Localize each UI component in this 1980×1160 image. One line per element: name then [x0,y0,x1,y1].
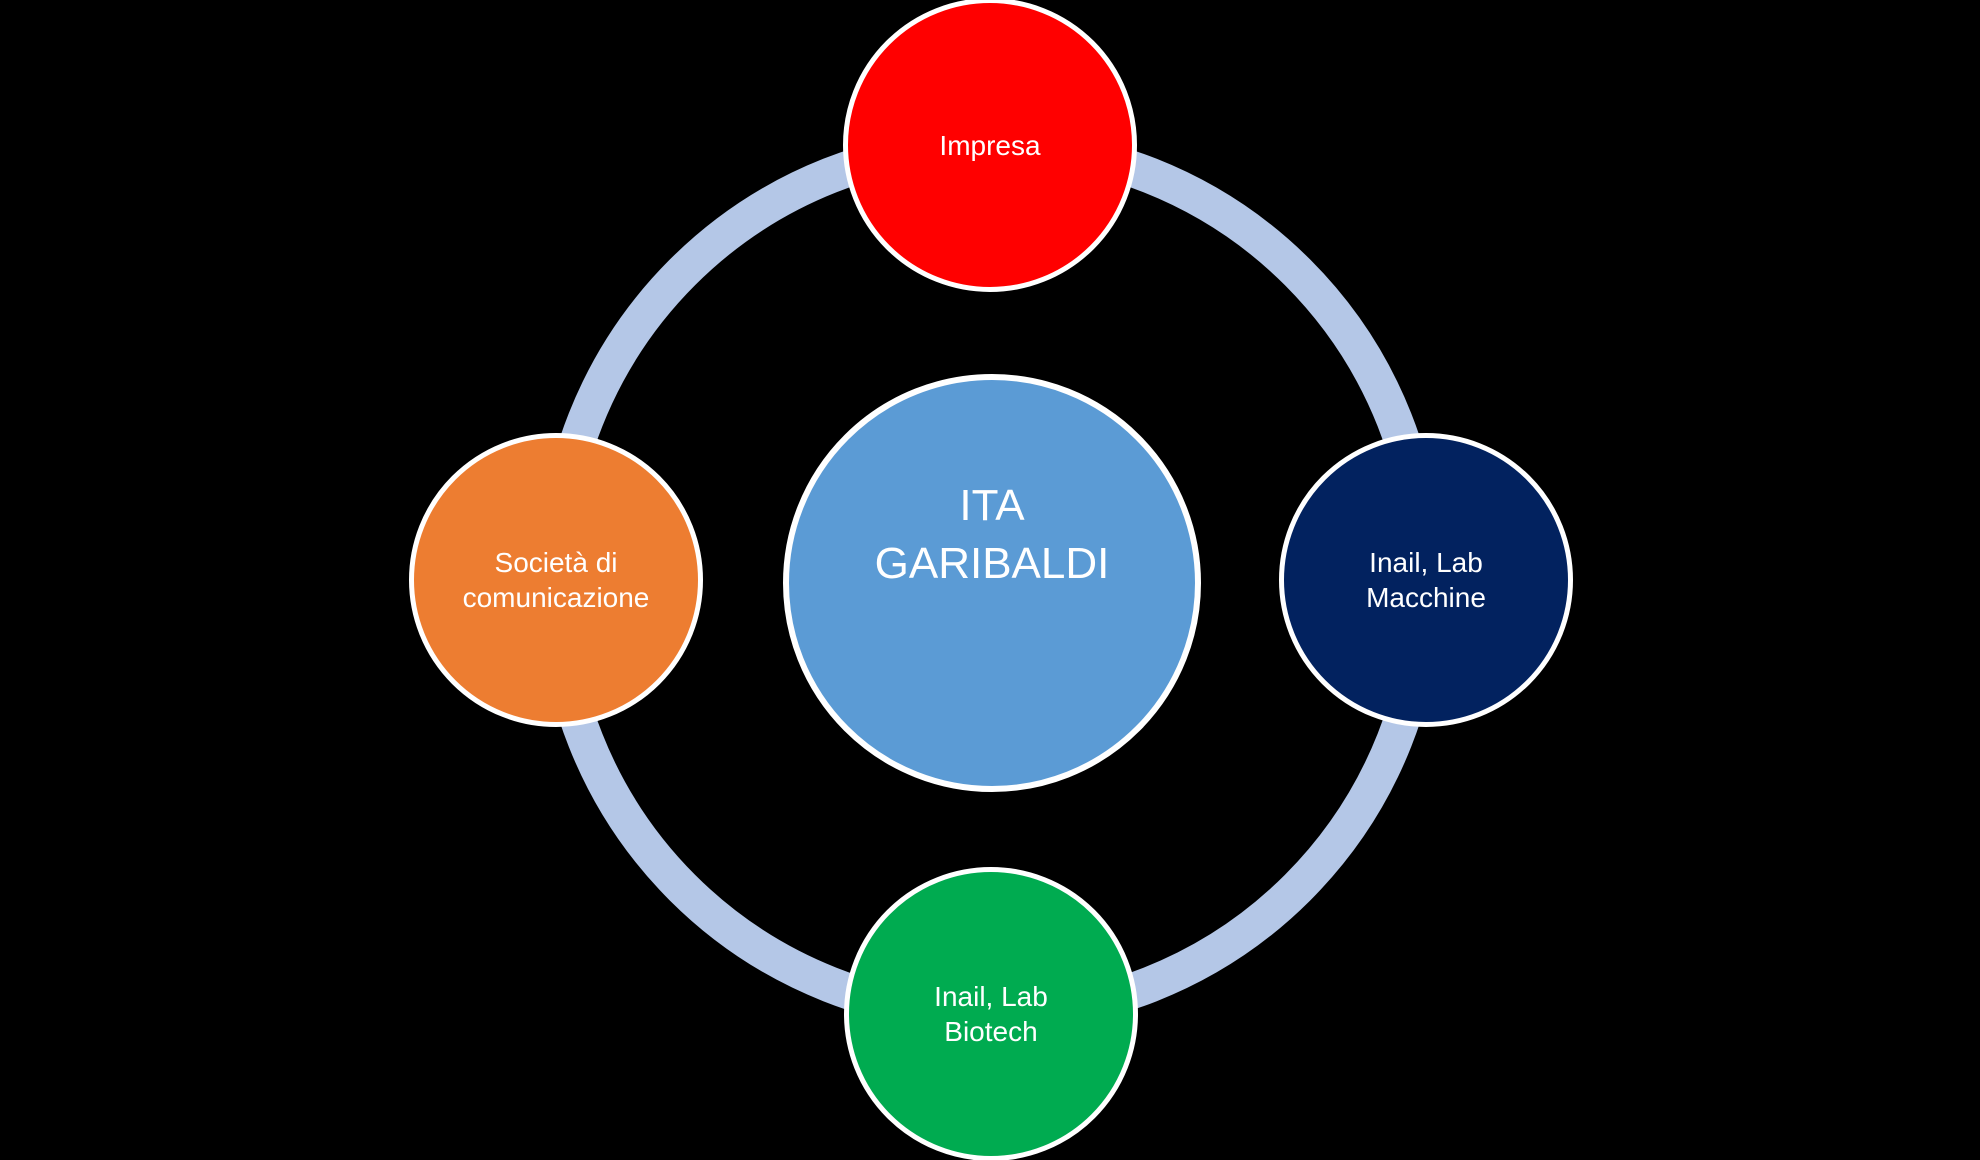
center-node-ita-garibaldi: ITA GARIBALDI [783,374,1201,792]
center-node-line1: ITA [959,481,1025,530]
node-societa-di-comunicazione-line2: comunicazione [462,582,650,613]
node-inail-lab-macchine-label: Inail, Lab Macchine [1366,545,1486,615]
node-inail-lab-biotech: Inail, Lab Biotech [844,867,1138,1160]
center-node-label: ITA GARIBALDI [875,477,1110,593]
node-inail-lab-macchine-line1: Inail, Lab [1369,547,1483,578]
node-societa-di-comunicazione-label: Società di comunicazione [463,545,650,615]
node-inail-lab-biotech-line1: Inail, Lab [934,981,1048,1012]
center-node-line2: GARIBALDI [874,539,1110,588]
node-inail-lab-macchine: Inail, Lab Macchine [1279,433,1573,727]
node-inail-lab-biotech-label: Inail, Lab Biotech [934,979,1048,1049]
node-inail-lab-macchine-line2: Macchine [1366,582,1486,613]
node-societa-di-comunicazione-line1: Società di [494,547,618,578]
node-impresa: Impresa [843,0,1137,292]
node-impresa-line1: Impresa [939,129,1041,161]
node-impresa-label: Impresa [939,128,1040,163]
node-societa-di-comunicazione: Società di comunicazione [409,433,703,727]
node-inail-lab-biotech-line2: Biotech [944,1016,1038,1047]
